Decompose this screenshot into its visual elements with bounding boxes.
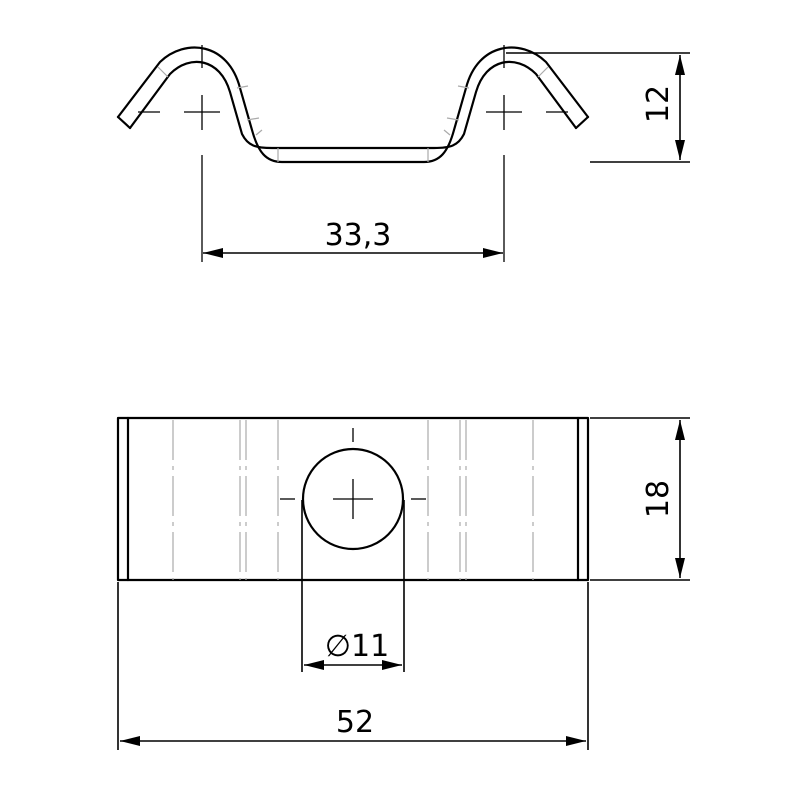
mounting-hole: [301, 447, 405, 551]
center-distance-dimension: 33,3: [203, 218, 503, 258]
hole-center-mark: [280, 428, 426, 519]
plate-width-label: 18: [641, 480, 676, 518]
plate-length-dimension: 52: [117, 582, 589, 750]
hole-diameter-label: ∅11: [325, 629, 389, 664]
bend-lines: [157, 66, 549, 162]
profile-outer-edge: [116, 46, 590, 164]
profile-height-label: 12: [641, 85, 676, 123]
hole-diameter-dimension: ∅11: [304, 629, 402, 670]
plate-width-dimension: 18: [590, 417, 690, 581]
side-profile-view: 33,3 12: [116, 45, 690, 262]
right-bend-center-mark: [486, 45, 568, 262]
plan-view: ∅11 18 52: [116, 416, 690, 750]
profile-left-end: [116, 115, 132, 130]
center-distance-label: 33,3: [325, 218, 392, 253]
profile-height-dimension: 12: [506, 52, 690, 163]
plate-length-label: 52: [336, 705, 374, 740]
plan-bend-lines: [172, 420, 534, 580]
profile-inner-edge: [128, 60, 578, 150]
left-bend-center-mark: [138, 45, 220, 262]
plate-outline: [116, 416, 590, 582]
profile-right-end: [574, 115, 590, 130]
